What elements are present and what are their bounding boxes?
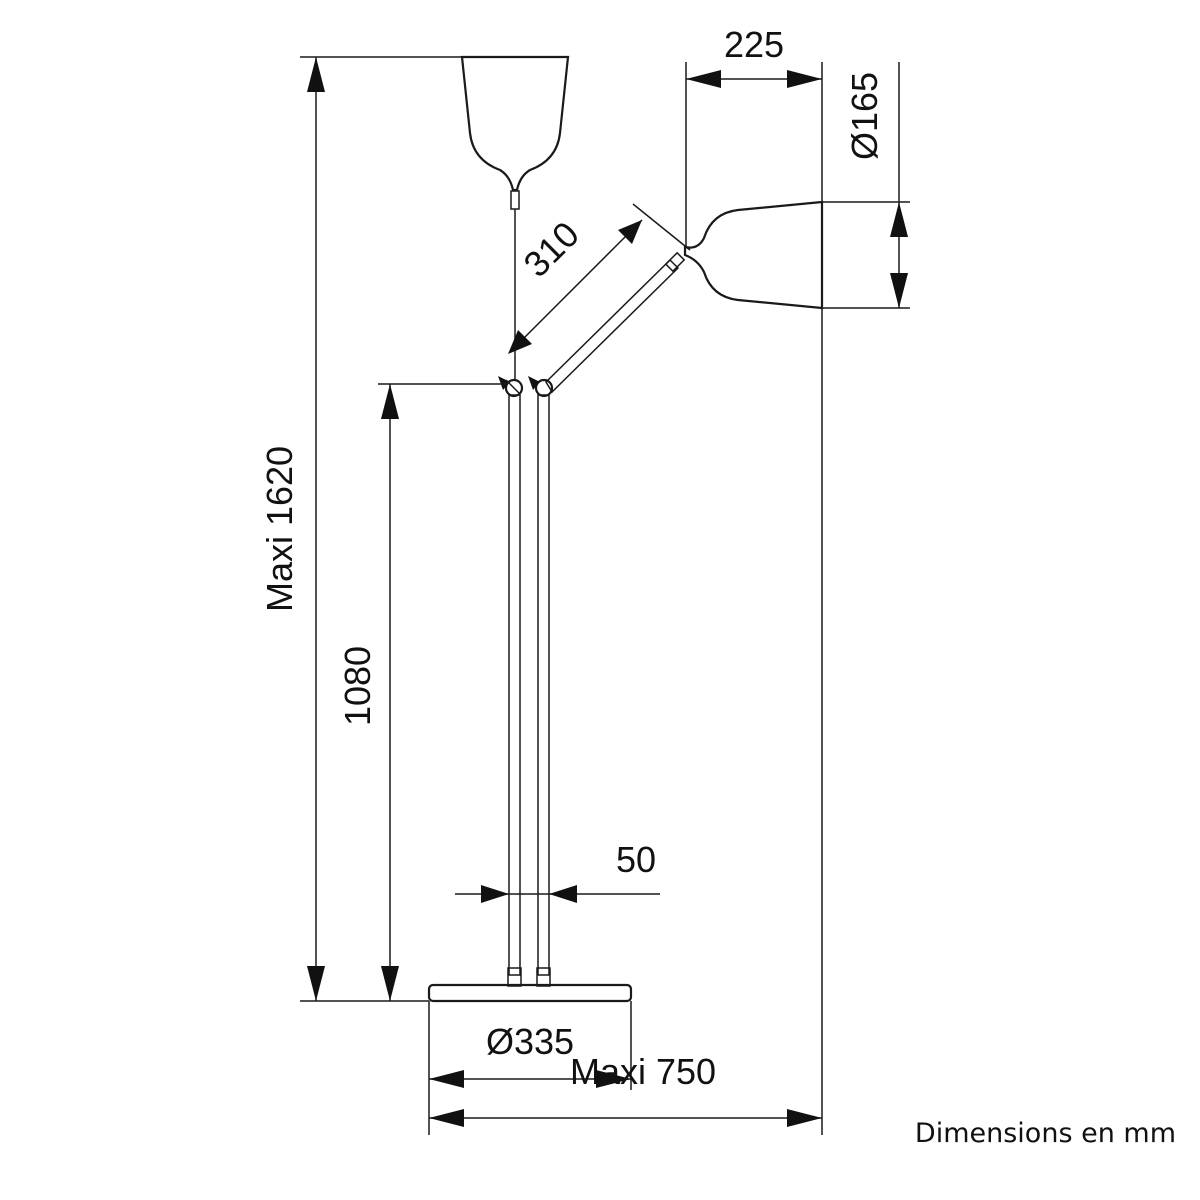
right-joint bbox=[528, 376, 554, 398]
side-shade bbox=[683, 200, 824, 310]
shade-diameter-label: Ø165 bbox=[844, 72, 885, 160]
stem-spacing-label: 50 bbox=[616, 839, 656, 880]
units-note: Dimensions en mm bbox=[915, 1118, 1176, 1149]
base-diameter-dimension: Ø335 bbox=[428, 1001, 632, 1135]
lamp-base bbox=[427, 983, 633, 1003]
left-stem-coupling bbox=[507, 967, 522, 987]
reading-arm bbox=[545, 258, 680, 394]
shade-depth-dimension: 225 bbox=[685, 24, 823, 247]
right-stem bbox=[537, 394, 550, 976]
shade-diameter-dimension: Ø165 bbox=[822, 62, 910, 309]
arm-length-dimension: 310 bbox=[508, 203, 691, 354]
base-height-label: 1080 bbox=[337, 646, 378, 726]
stem-spacing-dimension: 50 bbox=[455, 839, 660, 903]
arm-length-label: 310 bbox=[515, 213, 586, 284]
left-joint bbox=[498, 376, 524, 398]
arm-socket bbox=[664, 251, 686, 273]
max-height-dimension: Maxi 1620 bbox=[259, 56, 515, 1002]
shade-depth-label: 225 bbox=[724, 24, 784, 65]
max-width-label: Maxi 750 bbox=[570, 1051, 716, 1092]
max-height-label: Maxi 1620 bbox=[259, 446, 300, 612]
max-width-dimension: Maxi 750 bbox=[429, 308, 823, 1135]
base-diameter-label: Ø335 bbox=[486, 1021, 574, 1062]
upper-shade bbox=[460, 55, 570, 192]
base-height-dimension: 1080 bbox=[337, 383, 508, 1001]
left-stem bbox=[508, 394, 521, 976]
upper-shade-socket bbox=[510, 190, 520, 210]
right-stem-coupling bbox=[536, 967, 551, 987]
